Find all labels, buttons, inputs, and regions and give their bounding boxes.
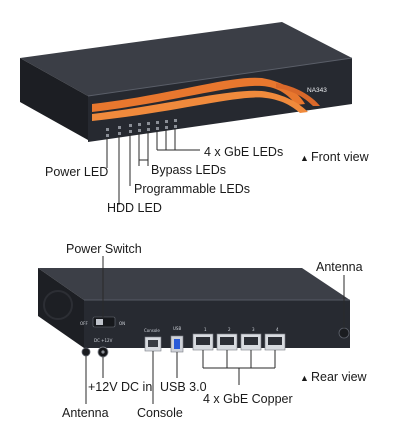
- panel-usb-label: USB: [173, 326, 181, 331]
- callout-hdd-led: HDD LED: [107, 201, 162, 215]
- panel-dc-label: DC +12V: [94, 338, 113, 343]
- port-number-3: 3: [252, 327, 255, 332]
- callout-antenna-right: Antenna: [316, 260, 363, 274]
- rear-device: OFF ON DC +12V Console USB 1 2 3 4: [38, 268, 350, 358]
- callout-power-led: Power LED: [45, 165, 108, 179]
- callout-power-switch: Power Switch: [66, 242, 142, 256]
- callout-gbe-leds: 4 x GbE LEDs: [204, 145, 283, 159]
- callout-programmable-leds: Programmable LEDs: [134, 182, 250, 196]
- orange-stripe-2: [92, 90, 308, 121]
- callout-antenna-left: Antenna: [62, 406, 109, 420]
- port-number-4: 4: [276, 327, 279, 332]
- rear-chassis-top: [38, 268, 350, 300]
- panel-on-label: ON: [119, 321, 125, 326]
- front-device: NA343: [20, 22, 353, 142]
- led-array: [106, 119, 177, 137]
- rear-view-marker: ▲: [300, 373, 309, 383]
- front-view-label: Front view: [311, 150, 370, 164]
- model-label: NA343: [307, 87, 327, 94]
- antenna-right-connector[interactable]: [338, 327, 350, 339]
- rear-callout-lines: [85, 256, 345, 404]
- front-view-marker: ▲: [300, 153, 309, 163]
- callout-console: Console: [137, 406, 183, 420]
- rear-chassis-side: [38, 268, 84, 348]
- front-callout-lines: [106, 129, 200, 205]
- antenna-left-connector[interactable]: [81, 347, 91, 357]
- port-number-2: 2: [228, 327, 231, 332]
- callout-dc-in: +12V DC in: [88, 380, 152, 394]
- gbe-ports: 1 2 3 4: [192, 327, 286, 351]
- port-number-1: 1: [204, 327, 207, 332]
- rear-view-label: Rear view: [311, 370, 368, 384]
- callout-gbe-copper: 4 x GbE Copper: [203, 392, 293, 406]
- callout-usb: USB 3.0: [160, 380, 207, 394]
- front-chassis-top: [20, 22, 352, 96]
- callout-bypass-leds: Bypass LEDs: [151, 163, 226, 177]
- orange-stripe: [92, 77, 305, 112]
- front-chassis-side: [20, 58, 88, 140]
- panel-off-label: OFF: [80, 321, 88, 326]
- panel-console-label: Console: [144, 328, 160, 333]
